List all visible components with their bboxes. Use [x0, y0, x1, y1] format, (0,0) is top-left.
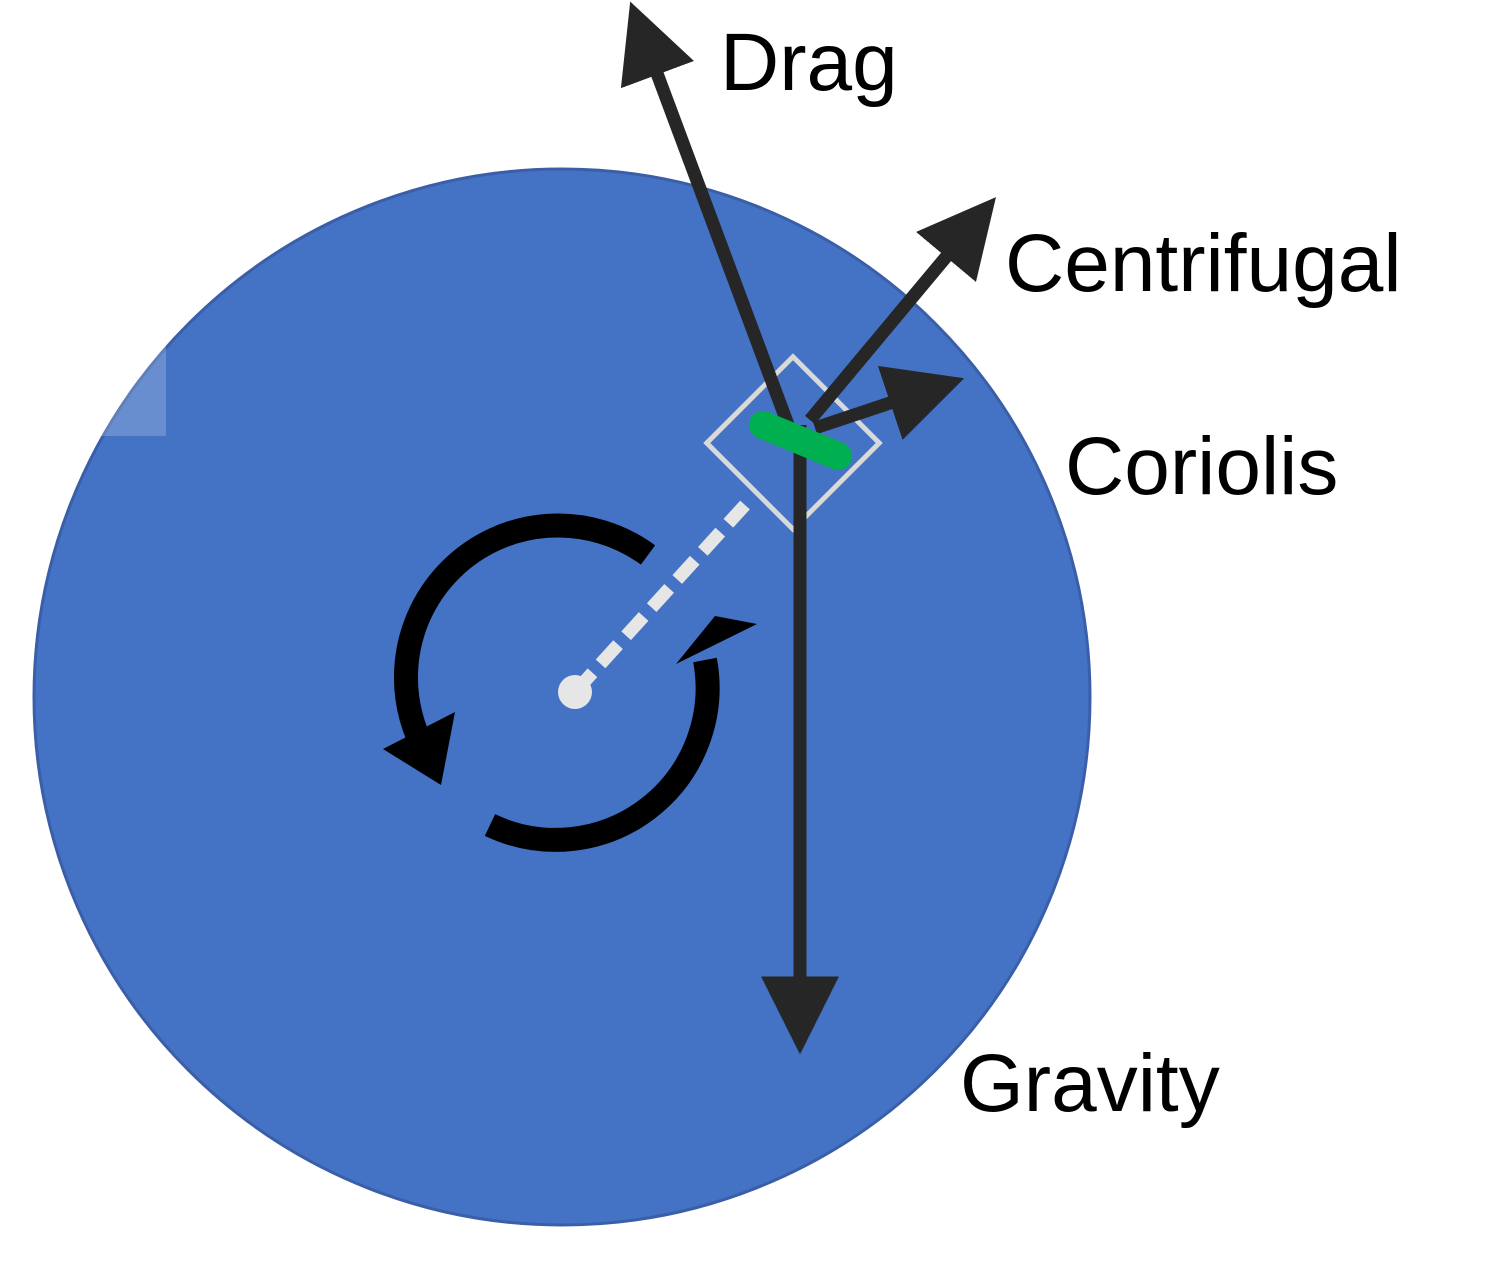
particle-box: [703, 353, 883, 533]
drag-arrow: [620, 1, 797, 433]
coriolis-label: Coriolis: [1065, 421, 1338, 512]
rotation-center: [558, 675, 592, 709]
radius-line: [570, 500, 750, 697]
centrifugal-arrow: [805, 197, 996, 425]
faint-panel: [0, 260, 166, 436]
particle: [749, 411, 852, 470]
rotation-arrows-icon: [383, 513, 757, 852]
coriolis-arrow: [812, 365, 965, 440]
centrifugal-label: Centrifugal: [1005, 218, 1402, 309]
gravity-label: Gravity: [960, 1038, 1220, 1129]
drag-label: Drag: [720, 17, 898, 108]
